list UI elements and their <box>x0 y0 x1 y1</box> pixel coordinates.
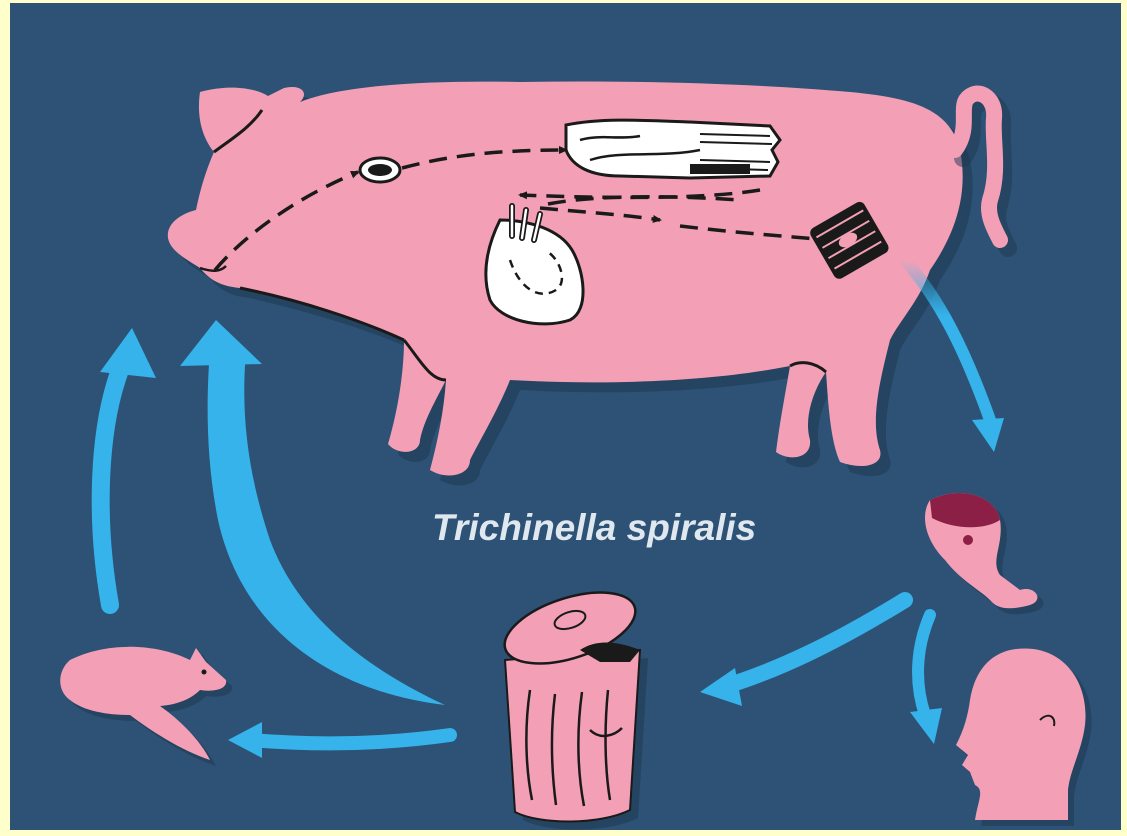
diagram-title: Trichinella spiralis <box>432 507 756 548</box>
intestine-icon <box>566 120 780 178</box>
cyst-icon <box>360 158 400 182</box>
